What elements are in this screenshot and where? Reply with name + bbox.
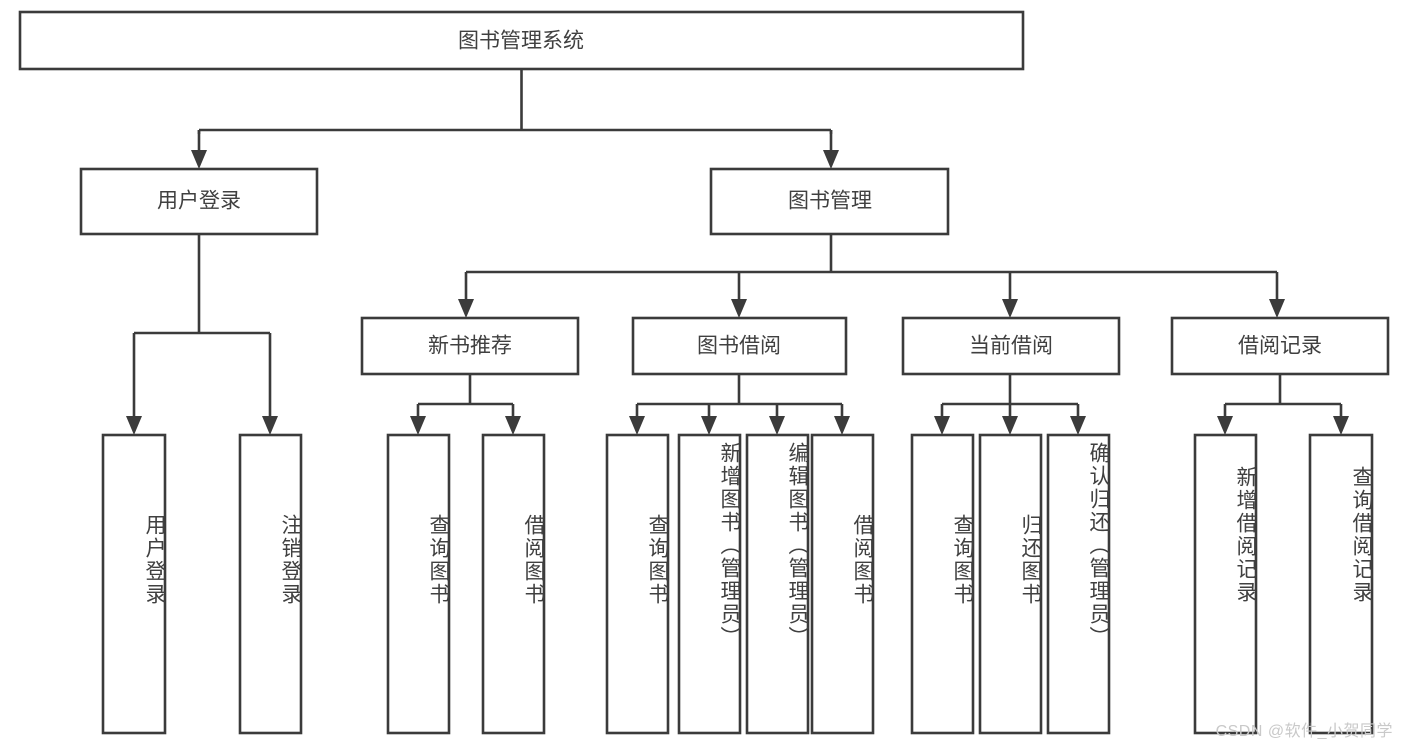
arrow-to-current-borrow xyxy=(1002,299,1018,318)
node-book-management-box[interactable] xyxy=(709,167,950,236)
leaf-box-query-book-borrow[interactable] xyxy=(605,433,670,735)
node-book-borrow-box[interactable] xyxy=(631,316,848,376)
leaf-box-return-book[interactable] xyxy=(978,433,1043,735)
node-user-login-box[interactable] xyxy=(79,167,319,236)
arrow-to-new-book-rec xyxy=(458,299,474,318)
arrow-to-leaf-return-book xyxy=(1002,416,1018,435)
arrow-to-leaf-borrow-book-a xyxy=(505,416,521,435)
leaf-box-borrow-book-newrec[interactable] xyxy=(481,433,546,735)
arrow-to-leaf-query-book-b xyxy=(629,416,645,435)
arrow-to-leaf-add-book xyxy=(701,416,717,435)
arrow-to-leaf-confirm-return xyxy=(1070,416,1086,435)
node-book-management[interactable]: 图书管理 xyxy=(709,167,950,236)
leaf-box-logout[interactable] xyxy=(238,433,303,735)
leaf-box-add-borrow-record[interactable] xyxy=(1193,433,1258,735)
node-new-book-recommend-box[interactable] xyxy=(360,316,580,376)
node-borrow-record-label: 借阅记录 xyxy=(1238,335,1322,358)
leaf-box-layer xyxy=(101,433,1374,735)
csdn-watermark: CSDN @软件_小贺同学 xyxy=(1215,723,1393,740)
leaf-box-borrow-book[interactable] xyxy=(810,433,875,735)
node-current-borrow[interactable]: 当前借阅 xyxy=(901,316,1121,376)
leaf-box-query-book-newrec[interactable] xyxy=(386,433,451,735)
node-root[interactable]: 图书管理系统 xyxy=(18,10,1025,71)
leaf-box-query-book-current[interactable] xyxy=(910,433,975,735)
node-book-management-label: 图书管理 xyxy=(788,190,872,213)
arrow-to-leaf-logout xyxy=(262,416,278,435)
arrow-to-leaf-query-record xyxy=(1333,416,1349,435)
arrow-to-leaf-user-login xyxy=(126,416,142,435)
leaf-box-user-login[interactable] xyxy=(101,433,167,735)
node-new-book-recommend[interactable]: 新书推荐 xyxy=(360,316,580,376)
leaf-box-confirm-return-admin[interactable] xyxy=(1046,433,1111,735)
node-book-borrow-label: 图书借阅 xyxy=(697,335,781,358)
arrow-to-leaf-query-book-a xyxy=(410,416,426,435)
arrow-to-leaf-query-book-c xyxy=(934,416,950,435)
arrow-to-borrow-record xyxy=(1269,299,1285,318)
node-borrow-record-box[interactable] xyxy=(1170,316,1390,376)
node-user-login[interactable]: 用户登录 xyxy=(79,167,319,236)
node-root-box[interactable] xyxy=(18,10,1025,71)
node-borrow-record[interactable]: 借阅记录 xyxy=(1170,316,1390,376)
arrow-to-book-borrow xyxy=(731,299,747,318)
node-new-book-recommend-label: 新书推荐 xyxy=(428,335,512,358)
arrow-to-user-login xyxy=(191,150,207,169)
arrow-to-book-mgmt xyxy=(823,150,839,169)
node-current-borrow-label: 当前借阅 xyxy=(969,335,1053,358)
connector-layer xyxy=(126,69,1349,435)
leaf-box-edit-book-admin[interactable] xyxy=(745,433,810,735)
node-current-borrow-box[interactable] xyxy=(901,316,1121,376)
arrow-to-leaf-borrow-book-b xyxy=(834,416,850,435)
leaf-box-query-borrow-record[interactable] xyxy=(1308,433,1374,735)
node-user-login-label: 用户登录 xyxy=(157,190,241,213)
node-root-label: 图书管理系统 xyxy=(458,30,584,53)
arrow-to-leaf-add-record xyxy=(1217,416,1233,435)
arrow-to-leaf-edit-book xyxy=(769,416,785,435)
leaf-box-add-book-admin[interactable] xyxy=(677,433,742,735)
node-book-borrow[interactable]: 图书借阅 xyxy=(631,316,848,376)
